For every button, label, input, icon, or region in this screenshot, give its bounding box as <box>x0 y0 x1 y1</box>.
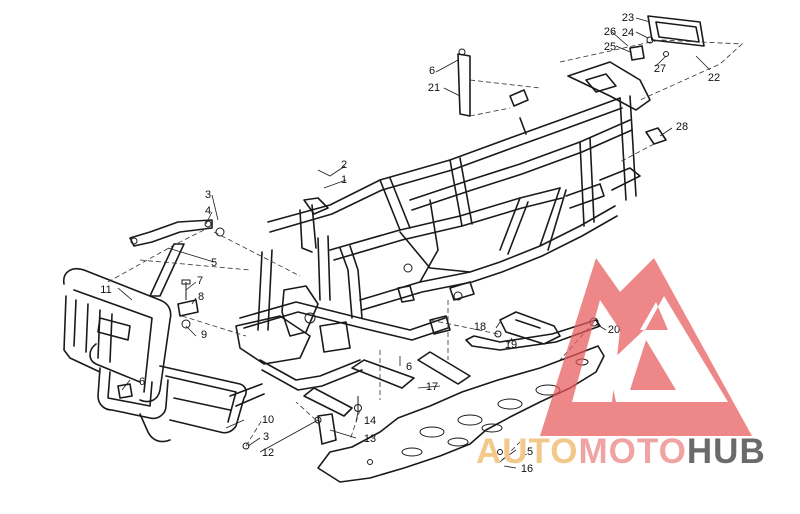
callout-26: 26 <box>604 26 616 38</box>
callout-6c: 6 <box>406 361 412 373</box>
callout-9: 9 <box>201 329 207 341</box>
floor-plates <box>351 351 471 389</box>
callout-14: 14 <box>364 415 376 427</box>
callout-23: 23 <box>622 12 634 24</box>
callout-4: 4 <box>205 205 211 217</box>
rear-bracket <box>465 311 601 351</box>
leader-lines <box>117 17 711 469</box>
callout-24: 24 <box>622 27 634 39</box>
callout-8: 8 <box>198 291 204 303</box>
lamp-assembly <box>629 15 705 61</box>
callout-1: 1 <box>341 174 347 186</box>
callout-20: 20 <box>608 324 620 336</box>
front-bumper <box>62 268 265 443</box>
callout-21: 21 <box>428 82 440 94</box>
main-frame <box>235 61 651 391</box>
callout-12: 12 <box>262 447 274 459</box>
callout-22: 22 <box>708 72 720 84</box>
watermark-hub: HUB <box>686 432 766 471</box>
callout-16: 16 <box>521 463 533 475</box>
callout-19: 19 <box>505 339 517 351</box>
callout-labels: 1 2 3 3 4 5 6 6 6 7 8 9 10 11 12 13 14 1… <box>100 12 720 475</box>
callout-10: 10 <box>262 414 274 426</box>
callout-2: 2 <box>341 159 347 171</box>
callout-13: 13 <box>364 433 376 445</box>
watermark-triangle <box>540 258 752 436</box>
decal-28 <box>645 127 667 145</box>
callout-28: 28 <box>676 121 688 133</box>
callout-25: 25 <box>604 41 616 53</box>
callout-11: 11 <box>100 284 111 296</box>
front-brackets <box>129 219 225 329</box>
callout-6a: 6 <box>429 65 435 77</box>
callout-5: 5 <box>211 257 217 269</box>
callout-17: 17 <box>426 381 438 393</box>
callout-3b: 3 <box>263 431 269 443</box>
assembly-lines <box>107 39 743 463</box>
callout-27: 27 <box>654 63 666 75</box>
watermark-moto: MOTO <box>578 432 687 471</box>
callout-3a: 3 <box>205 189 211 201</box>
callout-18: 18 <box>474 321 486 333</box>
callout-6b: 6 <box>139 376 145 388</box>
lower-bracket <box>242 387 362 450</box>
callout-15: 15 <box>521 446 533 458</box>
watermark-text: AUTOMOTOHUB <box>476 432 766 472</box>
watermark-auto: AUTO <box>476 432 579 471</box>
callout-7: 7 <box>197 275 203 287</box>
